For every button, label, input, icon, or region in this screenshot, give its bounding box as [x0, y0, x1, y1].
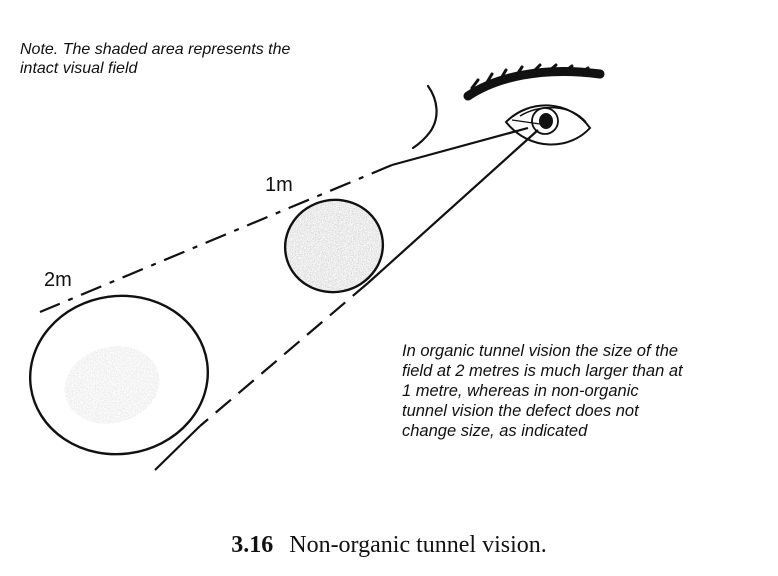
nose-profile [411, 84, 438, 150]
explanation-line: field at 2 metres is much larger than at [402, 362, 683, 380]
lower-sight-line [154, 129, 539, 471]
explanation-line: 1 metre, whereas in non-organic [402, 382, 639, 400]
explanation-line: change size, as indicated [402, 422, 588, 440]
distance-label-1m: 1m [265, 174, 293, 196]
field-2m [28, 294, 210, 456]
figure-caption: 3.16 Non-organic tunnel vision. [0, 532, 778, 559]
upper-sight-line [39, 126, 529, 314]
note-text: Note. The shaded area represents the int… [20, 40, 400, 78]
note-line: Note. The shaded area represents the [20, 41, 291, 58]
field-1m [283, 198, 385, 294]
explanation-line: In organic tunnel vision the size of the [402, 342, 679, 360]
eyebrow-icon [463, 63, 605, 101]
figure-number: 3.16 [231, 532, 274, 558]
figure-title: Non-organic tunnel vision. [289, 532, 547, 558]
explanation-line: tunnel vision the defect does not [402, 402, 639, 420]
distance-label-2m: 2m [44, 269, 72, 291]
explanation-text: In organic tunnel vision the size of the… [402, 341, 772, 441]
eye-icon [504, 104, 592, 146]
note-line: intact visual field [20, 60, 138, 77]
